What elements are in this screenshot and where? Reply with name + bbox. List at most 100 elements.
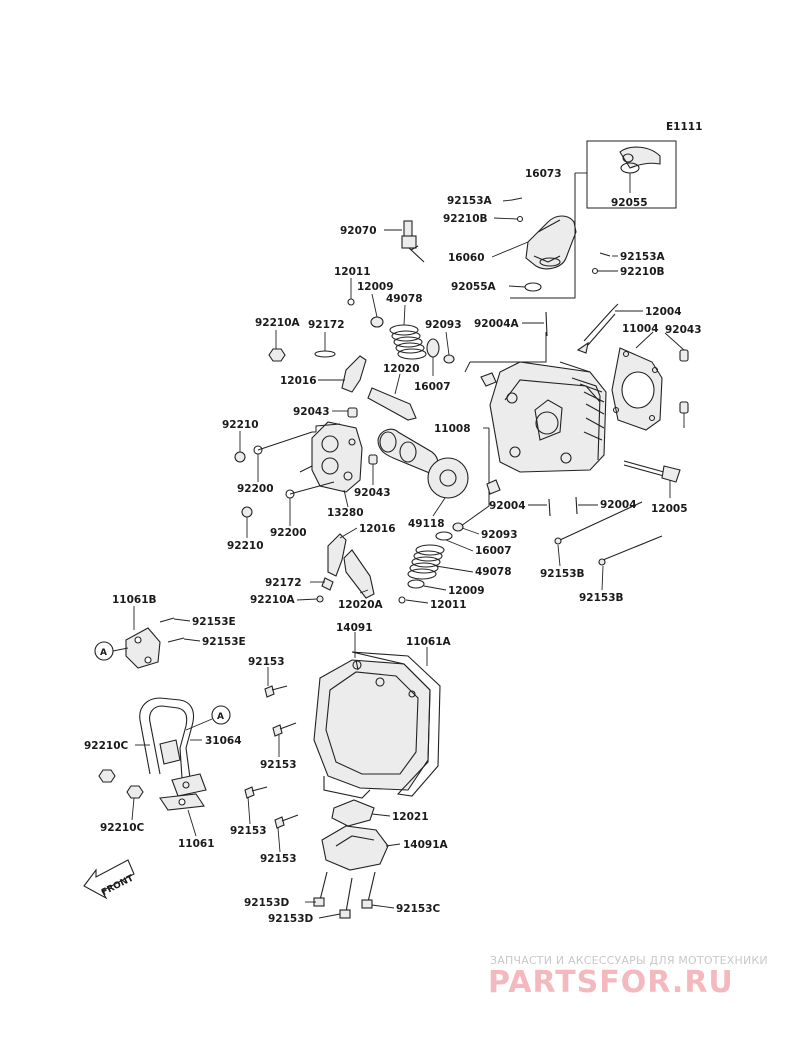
valve-spring-49078-lower <box>407 544 445 580</box>
rocker-shaft-12020a <box>343 549 375 599</box>
intake-pipe-16060 <box>525 215 577 270</box>
label-49078-upper: 49078 <box>386 293 423 305</box>
label-92210b-right: 92210B <box>620 266 665 278</box>
head-cover-14091 <box>313 659 431 799</box>
label-92210c-lower: 92210C <box>100 822 145 834</box>
label-11004: 11004 <box>622 323 659 335</box>
label-11061b: 11061B <box>112 594 157 606</box>
label-92210c-upper: 92210C <box>84 740 129 752</box>
label-92093-upper: 92093 <box>425 319 462 331</box>
label-92153c: 92153C <box>396 903 441 915</box>
label-92004-right: 92004 <box>600 499 637 511</box>
gasket-11004 <box>611 347 663 431</box>
camshaft-49118 <box>377 428 469 499</box>
gasket-11061a <box>351 651 441 797</box>
label-12005: 12005 <box>651 503 688 515</box>
label-92153b-right: 92153B <box>579 592 624 604</box>
plate-12021 <box>331 799 375 827</box>
label-49118: 49118 <box>408 518 445 530</box>
label-92200-upper: 92200 <box>237 483 274 495</box>
label-16060: 16060 <box>448 252 485 264</box>
label-12011-upper: 12011 <box>334 266 371 278</box>
label-92153-4: 92153 <box>260 853 297 865</box>
pipe-31064 <box>139 697 207 797</box>
label-12004: 12004 <box>645 306 682 318</box>
label-92153-3: 92153 <box>230 825 267 837</box>
label-92210a-lower: 92210A <box>250 594 296 606</box>
camshaft-holder-13280 <box>311 421 363 493</box>
label-92210a-upper: 92210A <box>255 317 301 329</box>
part-16073-drawing <box>619 146 661 169</box>
label-92070: 92070 <box>340 225 377 237</box>
label-11008: 11008 <box>434 423 471 435</box>
label-92210b-upper: 92210B <box>443 213 488 225</box>
bolts-92153 <box>244 685 299 829</box>
label-92153b-left: 92153B <box>540 568 585 580</box>
bolts-92153-cd <box>313 871 376 919</box>
label-92153e-upper: 92153E <box>192 616 236 628</box>
label-14091: 14091 <box>336 622 373 634</box>
valve-12004 <box>576 303 619 354</box>
valve-12005 <box>623 460 681 483</box>
leader-lines <box>131 199 685 919</box>
label-92153e-lower: 92153E <box>202 636 246 648</box>
label-92153a-upper: 92153A <box>447 195 493 207</box>
label-92210-lower: 92210 <box>227 540 264 552</box>
label-92210-upper: 92210 <box>222 419 259 431</box>
label-16007-lower: 16007 <box>475 545 512 557</box>
label-31064: 31064 <box>205 735 242 747</box>
label-92043-mid: 92043 <box>293 406 330 418</box>
watermark-logo: PARTSFOR.RU <box>488 965 734 1000</box>
label-92153-1: 92153 <box>248 656 285 668</box>
rocker-arm-12016-lower <box>327 533 347 577</box>
label-49078-lower: 49078 <box>475 566 512 578</box>
o-ring-92055a <box>524 282 542 292</box>
label-92043-right-upper: 92043 <box>665 324 702 336</box>
callout-a-lower-label: A <box>217 712 224 722</box>
label-92153-2: 92153 <box>260 759 297 771</box>
label-92055: 92055 <box>611 197 648 209</box>
callout-a-lower <box>211 705 231 725</box>
inset-box-16073 <box>575 140 677 209</box>
label-14091a: 14091A <box>403 839 449 851</box>
gasket-11061b <box>125 627 161 669</box>
label-12020: 12020 <box>383 363 420 375</box>
valve-spring-49078-upper <box>389 324 427 360</box>
diagram-code: E1111 <box>666 121 702 133</box>
label-12009-lower: 12009 <box>448 585 485 597</box>
label-92200-lower: 92200 <box>270 527 307 539</box>
label-16073: 16073 <box>525 168 562 180</box>
front-arrow: FRONT <box>83 859 136 900</box>
label-92093-lower: 92093 <box>481 529 518 541</box>
label-92172-lower: 92172 <box>265 577 302 589</box>
label-92004-left: 92004 <box>489 500 526 512</box>
bracket-16060 <box>510 173 576 299</box>
label-92055a: 92055A <box>451 281 497 293</box>
label-12016-upper: 12016 <box>280 375 317 387</box>
label-92153d-lower: 92153D <box>268 913 314 925</box>
label-16007-upper: 16007 <box>414 381 451 393</box>
label-12009-upper: 12009 <box>357 281 394 293</box>
label-11061: 11061 <box>178 838 215 850</box>
label-92153a-right: 92153A <box>620 251 666 263</box>
label-12016-lower: 12016 <box>359 523 396 535</box>
label-92004a: 92004A <box>474 318 520 330</box>
rocker-arm-12016-upper <box>341 355 367 393</box>
watermark-tagline: ЗАПЧАСТИ И АКСЕССУАРЫ ДЛЯ МОТОТЕХНИКИ <box>490 954 768 967</box>
label-92043-lower: 92043 <box>354 487 391 499</box>
part-labels: 16073 92055 92153A 92210B 92070 16060 92… <box>84 168 702 925</box>
label-13280: 13280 <box>327 507 364 519</box>
label-12020a: 12020A <box>338 599 384 611</box>
label-11061a: 11061A <box>406 636 452 648</box>
rocker-shaft-12020 <box>367 387 417 421</box>
label-12021: 12021 <box>392 811 429 823</box>
cylinder-head-11008 <box>489 361 607 473</box>
label-12011-lower: 12011 <box>430 599 467 611</box>
label-92153d-upper: 92153D <box>244 897 290 909</box>
callout-a-upper-label: A <box>100 648 107 658</box>
spark-plug-92070 <box>401 220 425 263</box>
label-92172-upper: 92172 <box>308 319 345 331</box>
cover-14091a <box>321 825 389 871</box>
